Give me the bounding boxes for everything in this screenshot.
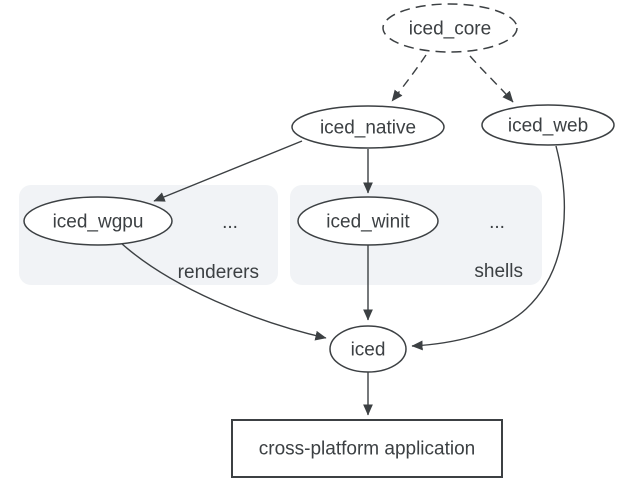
node-iced-label: iced — [351, 340, 386, 361]
node-iced_native-label: iced_native — [320, 118, 416, 139]
node-iced_winit-label: iced_winit — [326, 212, 410, 233]
node-iced-ellipse — [329, 325, 407, 373]
edge-iced_web-to-iced — [411, 145, 566, 351]
node-iced_wgpu-ellipse — [23, 196, 173, 246]
node-iced_core-ellipse — [382, 3, 518, 53]
node-iced_core-label: iced_core — [409, 19, 491, 40]
node-iced_web-label: iced_web — [508, 116, 588, 137]
edge-iced_core-to-iced_native — [391, 54, 427, 102]
shells-ellipsis: ... — [489, 212, 505, 233]
edge-iced_core-to-iced_web — [469, 55, 514, 103]
shells-group-label: shells — [474, 261, 523, 282]
node-app-label: cross-platform application — [259, 439, 475, 460]
node-iced_wgpu-label: iced_wgpu — [53, 212, 144, 233]
node-iced_web-ellipse — [481, 104, 615, 146]
renderers-ellipsis: ... — [222, 212, 238, 233]
node-app-rect — [231, 419, 503, 478]
edge-iced_wgpu-to-iced — [120, 242, 327, 341]
renderers-group-label: renderers — [178, 262, 259, 283]
edge-iced_native-to-iced_wgpu — [153, 140, 303, 202]
node-iced_winit-ellipse — [297, 196, 439, 246]
node-iced_native-ellipse — [291, 105, 445, 149]
